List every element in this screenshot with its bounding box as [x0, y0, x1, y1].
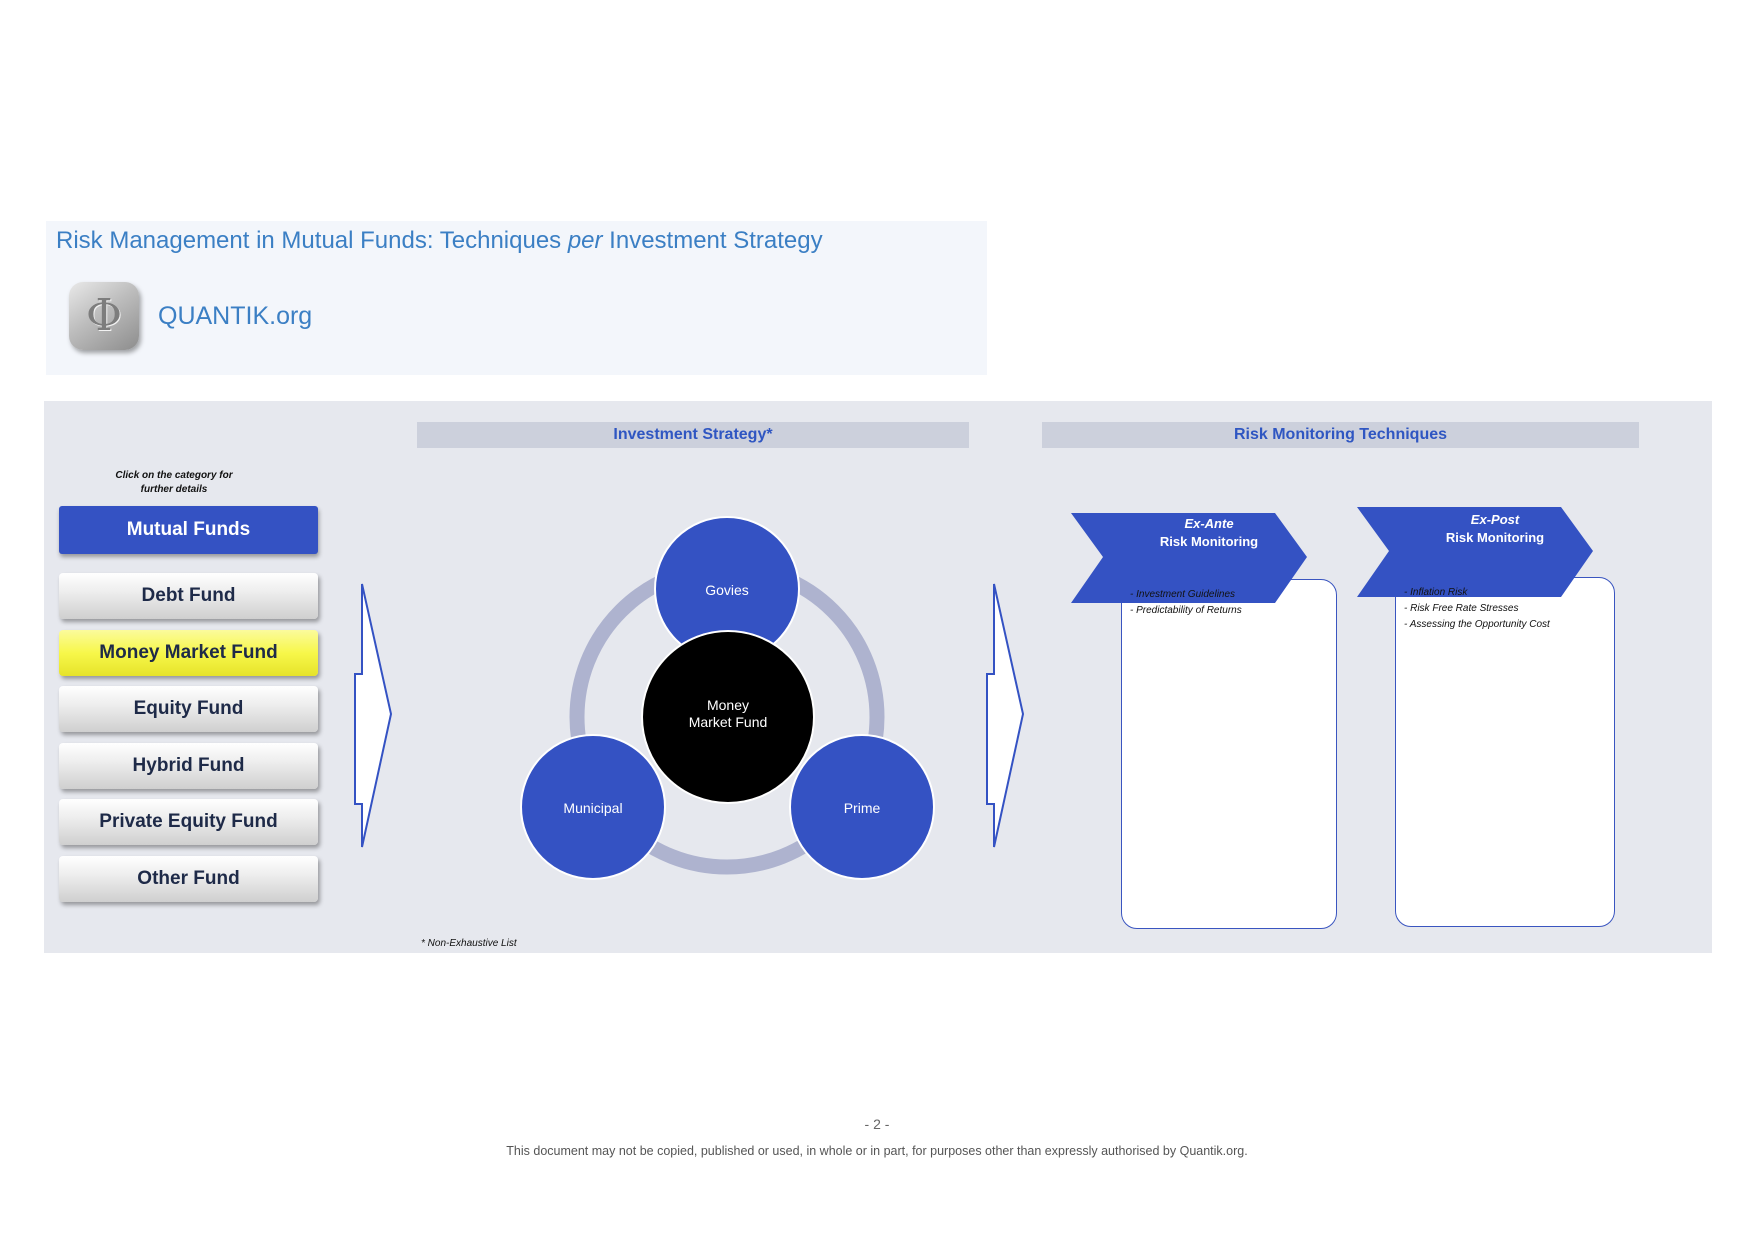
category-hint: Click on the category for further detail…	[115, 470, 233, 495]
category-private-equity-fund[interactable]: Private Equity Fund	[59, 799, 318, 845]
risk-monitoring-heading: Risk Monitoring Techniques	[1042, 422, 1639, 448]
ex-post-chevron	[1357, 507, 1593, 597]
list-item: - Assessing the Opportunity Cost	[1404, 619, 1550, 630]
ex-post-title: Ex-Post Risk Monitoring	[1415, 511, 1575, 547]
node-municipal	[520, 734, 666, 880]
list-item: - Risk Free Rate Stresses	[1404, 603, 1519, 614]
node-govies-label: Govies	[705, 582, 749, 598]
ex-ante-title-em: Ex-Ante	[1184, 516, 1234, 531]
ex-ante-box	[1121, 579, 1337, 929]
center-node	[641, 630, 815, 804]
ex-post-title-main: Risk Monitoring	[1445, 530, 1545, 545]
category-hybrid-fund[interactable]: Hybrid Fund	[59, 743, 318, 789]
mutual-funds-button[interactable]: Mutual Funds	[59, 506, 318, 554]
phi-icon: Φ	[85, 290, 123, 341]
category-equity-fund[interactable]: Equity Fund	[59, 686, 318, 732]
title-text-end: Investment Strategy	[602, 227, 823, 254]
title-italic-text: per	[567, 227, 603, 254]
disclaimer: This document may not be copied, publish…	[506, 1144, 1248, 1158]
node-prime	[789, 734, 935, 880]
flow-arrow-icon	[354, 583, 393, 848]
category-other-fund[interactable]: Other Fund	[59, 856, 318, 902]
category-debt-fund[interactable]: Debt Fund	[59, 573, 318, 619]
flow-arrow-icon	[986, 583, 1025, 848]
ex-ante-chevron	[1071, 513, 1307, 603]
ex-post-title-em: Ex-Post	[1470, 512, 1520, 527]
center-node-label: Money Market Fund	[688, 697, 768, 730]
main-panel: Investment Strategy* Risk Monitoring Tec…	[44, 401, 1712, 953]
ex-ante-title: Ex-Ante Risk Monitoring	[1129, 515, 1289, 551]
list-item: - Inflation Risk	[1404, 587, 1468, 598]
title-text: Risk Management in Mutual Funds: Techniq…	[56, 227, 568, 254]
strategy-diagram: Govies Municipal Prime Money Market Fund	[520, 516, 935, 880]
ex-post-box	[1395, 577, 1615, 927]
ex-ante-title-main: Risk Monitoring	[1159, 534, 1259, 549]
page-title: Risk Management in Mutual Funds: Techniq…	[56, 227, 823, 255]
node-prime-label: Prime	[844, 800, 881, 816]
category-money-market-fund[interactable]: Money Market Fund	[59, 630, 318, 676]
page-number: - 2 -	[864, 1116, 890, 1132]
ex-ante-list: - Investment Guidelines - Predictability…	[1130, 587, 1242, 619]
header-banner: Risk Management in Mutual Funds: Techniq…	[46, 221, 987, 375]
footnote: * Non-Exhaustive List	[421, 938, 517, 949]
quantik-logo[interactable]: Φ	[69, 282, 139, 350]
ex-post-list: - Inflation Risk - Risk Free Rate Stress…	[1404, 585, 1550, 633]
list-item: - Predictability of Returns	[1130, 605, 1242, 616]
brand-link[interactable]: QUANTIK.org	[158, 302, 313, 330]
node-municipal-label: Municipal	[563, 800, 622, 816]
list-item: - Investment Guidelines	[1130, 589, 1236, 600]
investment-strategy-heading: Investment Strategy*	[417, 422, 969, 448]
